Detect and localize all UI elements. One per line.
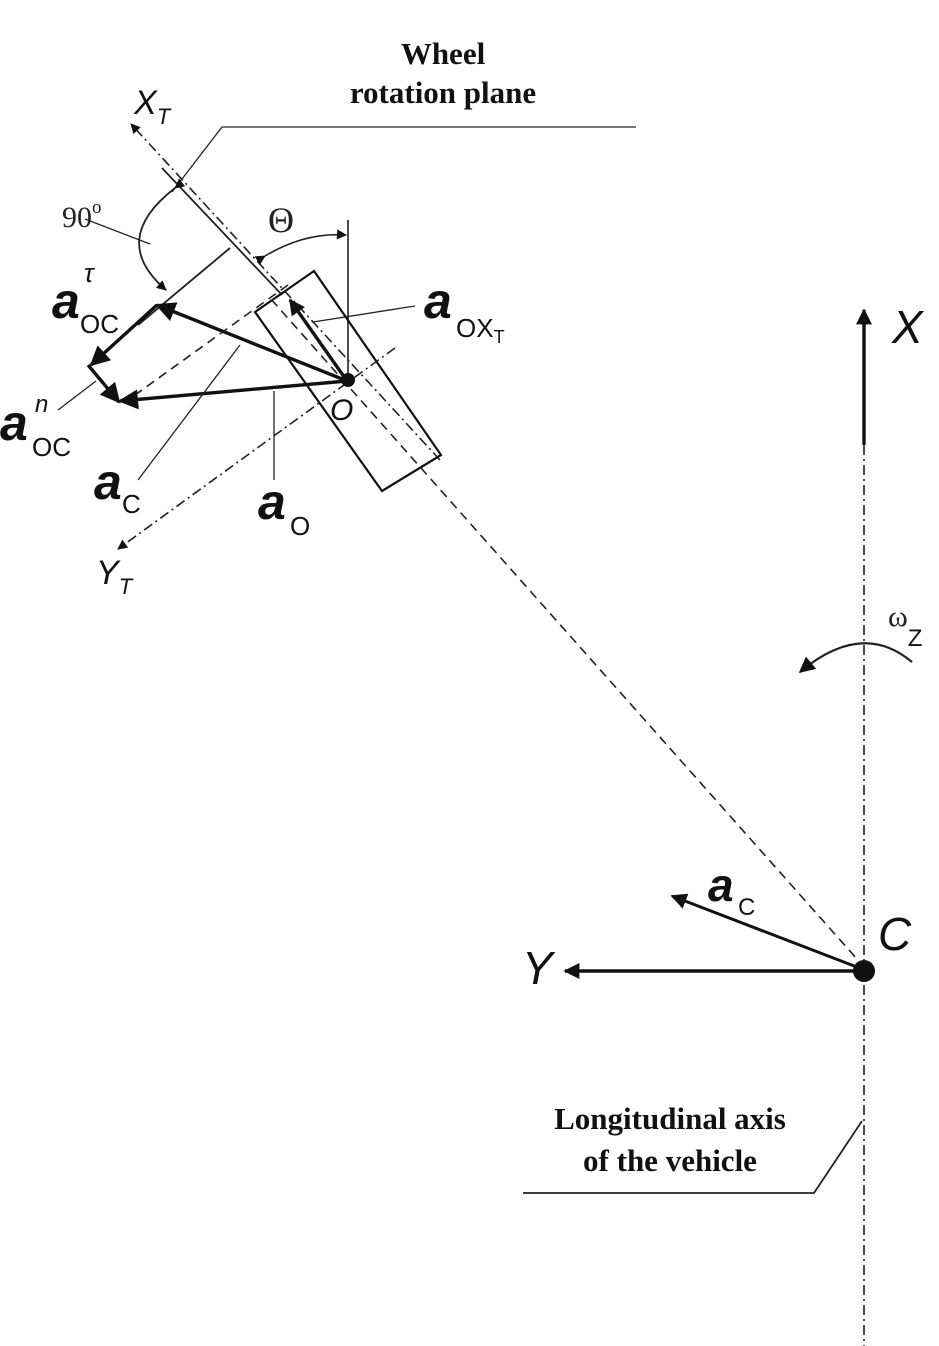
- a-oxt-sub: OXT: [456, 313, 505, 347]
- longitudinal-label-line2: of the vehicle: [583, 1143, 757, 1178]
- a-oc-tau-sup: τ: [84, 258, 96, 288]
- a-oc-n-sub: OC: [32, 432, 71, 462]
- theta-arc: [254, 229, 347, 265]
- ninety-degree-label: 90o: [62, 197, 102, 234]
- wheel-plane-line: [161, 167, 283, 296]
- a-oc-n-label: a: [0, 395, 28, 451]
- point-c-label: C: [878, 908, 912, 960]
- a-c-right-sub: C: [738, 894, 755, 921]
- a-c-leader-line: [137, 344, 241, 481]
- a-c-right-label: a: [708, 859, 734, 911]
- a-o-sub: O: [290, 511, 310, 541]
- ninety-leader-line: [84, 218, 151, 245]
- a-c-left-label: a: [94, 454, 122, 510]
- longitudinal-leader-line: [523, 1120, 863, 1194]
- vector-a-o: [118, 379, 348, 410]
- point-o: [341, 373, 355, 387]
- omega-label: ωZ: [888, 600, 922, 652]
- y-axis-label: Y: [522, 942, 556, 994]
- a-oc-n-sup: n: [35, 391, 48, 418]
- wheel-rectangle: [253, 269, 443, 493]
- c-to-o-dashed-line: [269, 297, 866, 969]
- a-oxt-label: a: [424, 273, 452, 329]
- wheel-plane-leader-line: [171, 126, 636, 193]
- a-oxt-leader-line: [312, 305, 416, 323]
- wheel-plane-label-line1: Wheel: [401, 36, 486, 71]
- point-o-label: O: [330, 394, 353, 427]
- a-o-label: a: [258, 474, 286, 530]
- a-oc-n-leader-line: [57, 380, 97, 411]
- right-angle-line: [137, 247, 231, 326]
- theta-label: Θ: [268, 200, 294, 240]
- point-c: [853, 960, 875, 982]
- a-oc-tau-sub: OC: [80, 309, 119, 339]
- ninety-degree-arc: [138, 178, 186, 291]
- parallelogram-dashed-line: [134, 284, 289, 396]
- vector-a-oxt: [288, 298, 349, 382]
- vector-a-c-wheel: [155, 302, 348, 383]
- longitudinal-label-line1: Longitudinal axis: [554, 1101, 786, 1136]
- vector-a-oc-n: [86, 363, 121, 404]
- wheel-plane-label-line2: rotation plane: [350, 75, 536, 110]
- a-oc-tau-label: a: [52, 273, 80, 329]
- vector-a-oc-tau: [89, 303, 159, 367]
- yt-axis-line: [117, 347, 396, 550]
- vector-a-c-center: [670, 893, 863, 971]
- omega-rotation-arc: [798, 642, 913, 674]
- xt-axis-label: XT: [133, 84, 172, 129]
- x-axis-label: X: [891, 301, 925, 353]
- yt-axis-label: YT: [96, 554, 134, 599]
- a-c-left-sub: C: [122, 489, 141, 519]
